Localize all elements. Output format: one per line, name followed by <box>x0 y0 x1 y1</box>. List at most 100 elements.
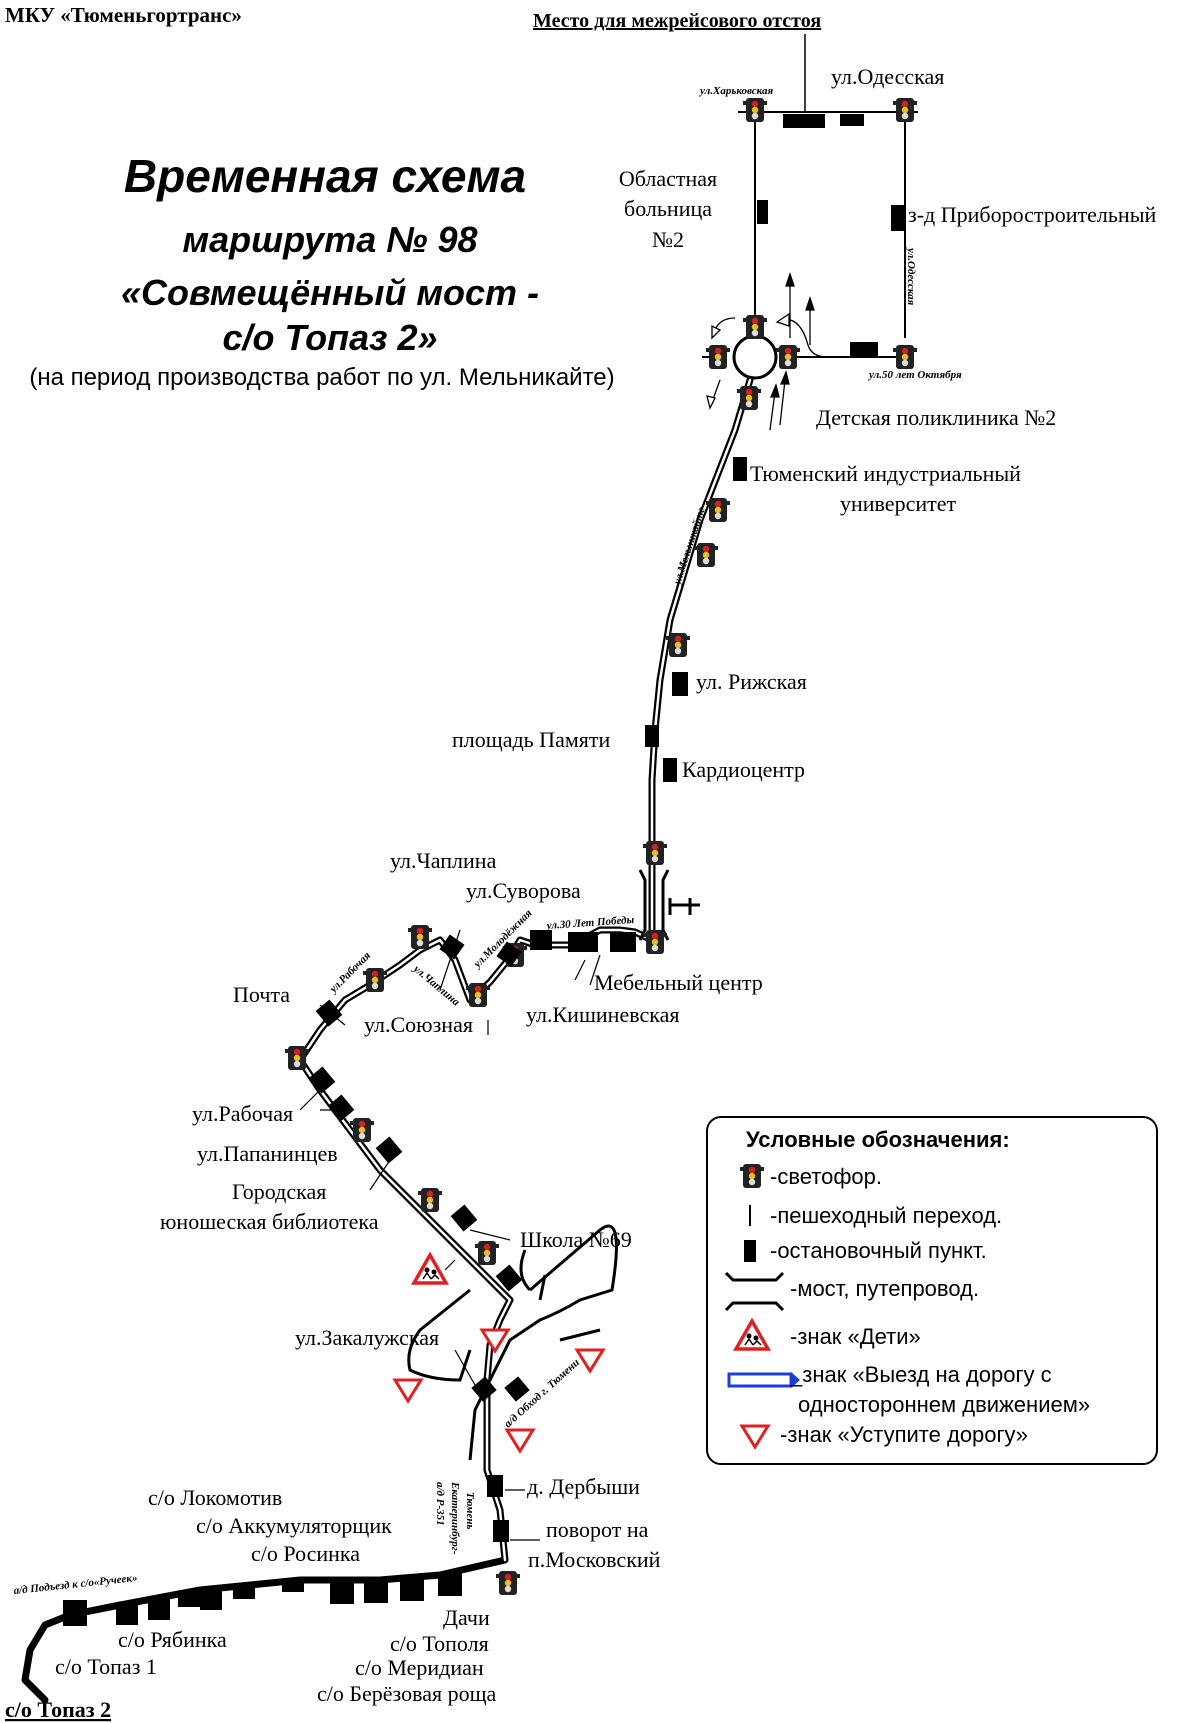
children-sign-icon <box>412 1253 448 1285</box>
traffic-light-icon <box>363 968 387 992</box>
legend-yield-label: -знак «Уступите дорогу» <box>780 1422 1028 1447</box>
traffic-light-icon <box>466 983 490 1007</box>
yield-sign-icon <box>575 1348 605 1373</box>
stop-kishinevskaya: ул.Кишиневская <box>526 1002 679 1027</box>
stop-oblastnaya-3: №2 <box>652 227 684 252</box>
traffic-light-icon <box>408 925 432 949</box>
stop-topaz2: с/о Топаз 2 <box>5 1697 111 1722</box>
legend-light-label: -светофор. <box>770 1164 882 1189</box>
traffic-light-icon <box>743 315 767 339</box>
org-name: МКУ «Тюменьгортранс» <box>5 3 242 27</box>
stop-tiu-1: Тюменский индустриальный <box>750 461 1021 486</box>
traffic-light-icon <box>706 498 730 522</box>
stop-biblioteka-2: юношеская библиотека <box>160 1209 379 1234</box>
stop-topolya: с/о Тополя <box>390 1631 489 1656</box>
street-ruchey: а/д Подъезд к с/о«Ручеек» <box>13 1572 138 1597</box>
stop-ploshchad: площадь Памяти <box>452 727 610 752</box>
leader-lines <box>299 929 601 1541</box>
title-block: Временная схема маршрута № 98 «Совмещённ… <box>29 150 614 391</box>
top-loop <box>702 111 918 380</box>
stop-suvorova: ул.Суворова <box>466 878 581 903</box>
bridge-icon <box>724 1271 785 1312</box>
stop-rosinka: с/о Росинка <box>251 1541 360 1566</box>
traffic-light-icon <box>737 386 761 410</box>
traffic-light-icon <box>740 1164 764 1188</box>
stop-shkola: Школа №69 <box>520 1227 632 1252</box>
legend-children-label: -знак «Дети» <box>790 1324 921 1349</box>
traffic-light-icon <box>475 1241 499 1265</box>
traffic-light-icon <box>893 98 917 122</box>
route-road <box>21 376 754 1704</box>
stop-mebelny: Мебельный центр <box>594 970 763 995</box>
stop-ryabinka: с/о Рябинка <box>118 1627 227 1652</box>
stop-zakaluzhskaya: ул.Закалужская <box>295 1325 439 1350</box>
stop-priborostroitelny: з-д Приборостроительный <box>908 202 1156 227</box>
street-tyumen: Тюмень <box>464 1492 476 1530</box>
stop-icon <box>744 1240 756 1262</box>
oneway-sign-icon <box>727 1372 800 1388</box>
stop-kardiocentr: Кардиоцентр <box>682 757 805 782</box>
bypass-interchange <box>407 1224 618 1461</box>
stop-povorot-1: поворот на <box>546 1517 649 1542</box>
title-line3: «Совмещённый мост - <box>121 272 539 313</box>
title-line2: маршрута № 98 <box>182 219 477 260</box>
traffic-light-icon <box>694 543 718 567</box>
title-line1: Временная схема <box>124 150 526 202</box>
stop-pochta: Почта <box>233 982 290 1007</box>
stop-tiu-2: университет <box>840 491 956 516</box>
traffic-light-icon <box>350 1118 374 1142</box>
legend-crossing-label: -пешеходный переход. <box>770 1203 1002 1228</box>
stop-meridian: с/о Меридиан <box>355 1655 484 1680</box>
traffic-light-icon <box>285 1046 309 1070</box>
yield-sign-icon <box>505 1428 535 1453</box>
stop-labels: ул.Одесская Областная больница №2 з-д Пр… <box>5 64 1156 1722</box>
legend-stop-label: -остановочный пункт. <box>770 1238 987 1263</box>
traffic-light-icon <box>643 930 667 954</box>
street-chaplina: ул.Чаплина <box>410 962 463 1009</box>
street-r351: а/д Р-351 <box>434 1482 446 1526</box>
stop-odesskaya: ул.Одесская <box>831 64 944 89</box>
stop-oblastnaya-1: Областная <box>619 166 717 191</box>
legend-bridge-label: -мост, путепровод. <box>790 1276 979 1301</box>
stop-rizhskaya: ул. Рижская <box>696 669 807 694</box>
stop-berezovaya: с/о Берёзовая роща <box>317 1681 497 1706</box>
street-kharkovskaya: ул.Харьковская <box>698 85 773 97</box>
street-odesskaya: ул.Одесская <box>905 246 917 306</box>
yield-sign-icon <box>480 1328 510 1353</box>
traffic-light-icon <box>496 1571 520 1595</box>
title-line4: с/о Топаз 2» <box>222 317 437 358</box>
stop-akkumulyator: с/о Аккумуляторщик <box>196 1513 392 1538</box>
traffic-light-icon <box>643 841 667 865</box>
stop-soyuznaya: ул.Союзная <box>364 1012 473 1037</box>
street-ekb: Екатеринбург- <box>449 1481 461 1555</box>
legend: Условные обозначения: -светофор. -пешехо… <box>706 1116 1158 1465</box>
stop-rabochaya: ул.Рабочая <box>192 1101 293 1126</box>
stop-lokomotiv: с/о Локомотив <box>148 1485 282 1510</box>
stop-detskaya: Детская поликлиника №2 <box>816 405 1056 430</box>
direction-arrows <box>706 271 831 431</box>
traffic-light-icon <box>776 345 800 369</box>
stop-dachi: Дачи <box>443 1605 490 1630</box>
yield-sign-icon <box>393 1378 423 1403</box>
legend-frame <box>706 1116 1158 1465</box>
traffic-light-icon <box>706 345 730 369</box>
traffic-light-icon <box>666 633 690 657</box>
legend-oneway-label-1: _знак «Выезд на дорогу с <box>789 1362 1052 1387</box>
stop-chaplina: ул.Чаплина <box>390 848 497 873</box>
stop-biblioteka-1: Городская <box>232 1179 326 1204</box>
stop-topaz1: с/о Топаз 1 <box>55 1654 157 1679</box>
traffic-light-icon <box>743 98 767 122</box>
stop-markers <box>63 114 904 1626</box>
stop-derbyshi: д. Дербыши <box>527 1474 640 1499</box>
layover-label: Место для межрейсового отстоя <box>533 10 821 32</box>
legend-title: Условные обозначения: <box>746 1127 1010 1152</box>
traffic-light-icon <box>893 345 917 369</box>
title-line5: (на период производства работ по ул. Мел… <box>29 364 614 391</box>
stop-oblastnaya-2: больница <box>624 196 712 221</box>
stop-povorot-2: п.Московский <box>528 1547 661 1572</box>
traffic-light-icon <box>418 1188 442 1212</box>
street-50let: ул.50 лет Октября <box>867 369 962 381</box>
legend-oneway-label-2: одностороннем движением» <box>798 1392 1090 1417</box>
stop-papanincev: ул.Папанинцев <box>197 1141 338 1166</box>
